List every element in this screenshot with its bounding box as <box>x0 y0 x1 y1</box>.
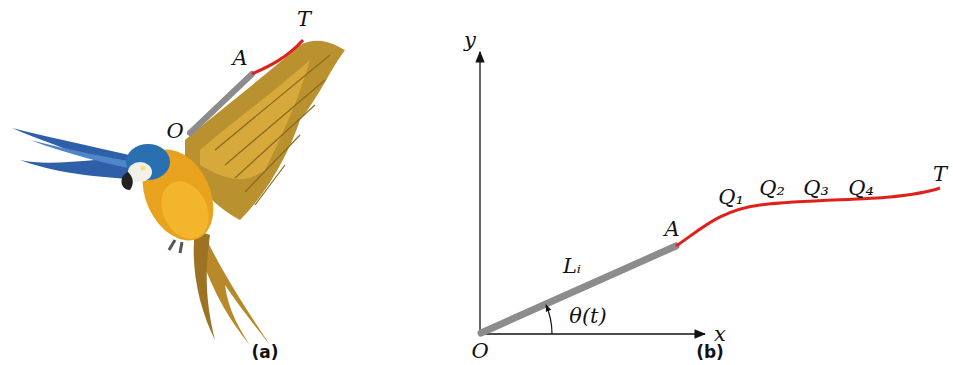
tip-label: T <box>933 164 947 185</box>
axis-label: x <box>714 324 726 345</box>
point-label: Q₂ <box>759 178 785 199</box>
length-label: Lᵢ <box>563 256 581 277</box>
joint-label: A <box>232 48 247 69</box>
panel-label: (b) <box>696 344 724 361</box>
joint-label: A <box>664 219 679 240</box>
point-label: Q₄ <box>848 178 874 199</box>
point-label: Q₃ <box>803 178 829 199</box>
tip-label: T <box>297 9 311 30</box>
angle-label: θ(t) <box>569 306 606 327</box>
parrot-photo <box>12 40 345 345</box>
axis-label: y <box>464 30 476 51</box>
origin-label: O <box>166 121 183 142</box>
origin-label: O <box>471 341 488 362</box>
point-label: Q₁ <box>718 187 744 208</box>
panel-label: (a) <box>251 344 278 361</box>
wing-schematic <box>480 52 940 334</box>
